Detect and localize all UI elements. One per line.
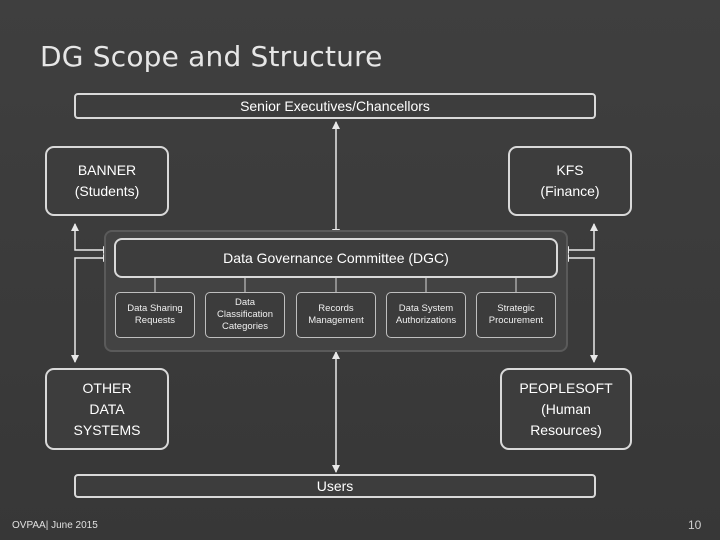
subcommittee-label: Records [318, 303, 354, 314]
subcommittee-records-management: Records Management [296, 292, 376, 338]
banner-box: BANNER (Students) [45, 146, 169, 216]
banner-label-line2: (Students) [74, 183, 140, 199]
subcommittee-label: Management [308, 315, 364, 326]
subcommittee-label: Requests [134, 315, 176, 326]
arrow-otherdata-dgc [71, 254, 111, 363]
subcommittee-data-system-authorizations: Data System Authorizations [386, 292, 466, 338]
peoplesoft-line3: Resources) [530, 421, 602, 438]
subcommittee-label: Classification [217, 309, 273, 320]
other-data-systems-box: OTHER DATA SYSTEMS [45, 368, 169, 450]
banner-label-line1: BANNER [77, 162, 137, 178]
subcommittee-label: Authorizations [395, 315, 457, 326]
footer-date: OVPAA| June 2015 [12, 520, 98, 531]
subcommittee-data-classification: Data Classification Categories [205, 292, 285, 338]
arrow-banner-dgc [71, 223, 111, 254]
dgc-label: Data Governance Committee (DGC) [223, 250, 449, 266]
slide-title: DG Scope and Structure [40, 40, 383, 73]
subcommittee-strategic-procurement: Strategic Procurement [476, 292, 556, 338]
arrow-peoplesoft-dgc [561, 254, 598, 363]
subcommittee-label: Data System [398, 303, 454, 314]
peoplesoft-line2: (Human [541, 400, 591, 417]
subcommittee-label: Categories [222, 321, 268, 332]
senior-executives-label: Senior Executives/Chancellors [240, 98, 430, 114]
other-data-line1: OTHER [82, 379, 132, 396]
subcommittee-label: Data [234, 297, 256, 308]
users-box: Users [74, 474, 596, 498]
peoplesoft-line1: PEOPLESOFT [519, 379, 613, 396]
subcommittee-label: Data Sharing [127, 303, 183, 314]
peoplesoft-box: PEOPLESOFT (Human Resources) [500, 368, 632, 450]
arrow-kfs-dgc [561, 223, 598, 254]
dgc-box: Data Governance Committee (DGC) [114, 238, 558, 278]
subcommittee-data-sharing: Data Sharing Requests [115, 292, 195, 338]
subcommittee-label: Procurement [488, 315, 544, 326]
subcommittee-label: Strategic [497, 303, 535, 314]
other-data-line3: SYSTEMS [73, 421, 141, 438]
kfs-box: KFS (Finance) [508, 146, 632, 216]
page-number: 10 [688, 518, 702, 532]
kfs-label-line1: KFS [556, 162, 584, 178]
senior-executives-box: Senior Executives/Chancellors [74, 93, 596, 119]
users-label: Users [316, 478, 354, 494]
kfs-label-line2: (Finance) [540, 183, 600, 199]
other-data-line2: DATA [89, 400, 125, 417]
